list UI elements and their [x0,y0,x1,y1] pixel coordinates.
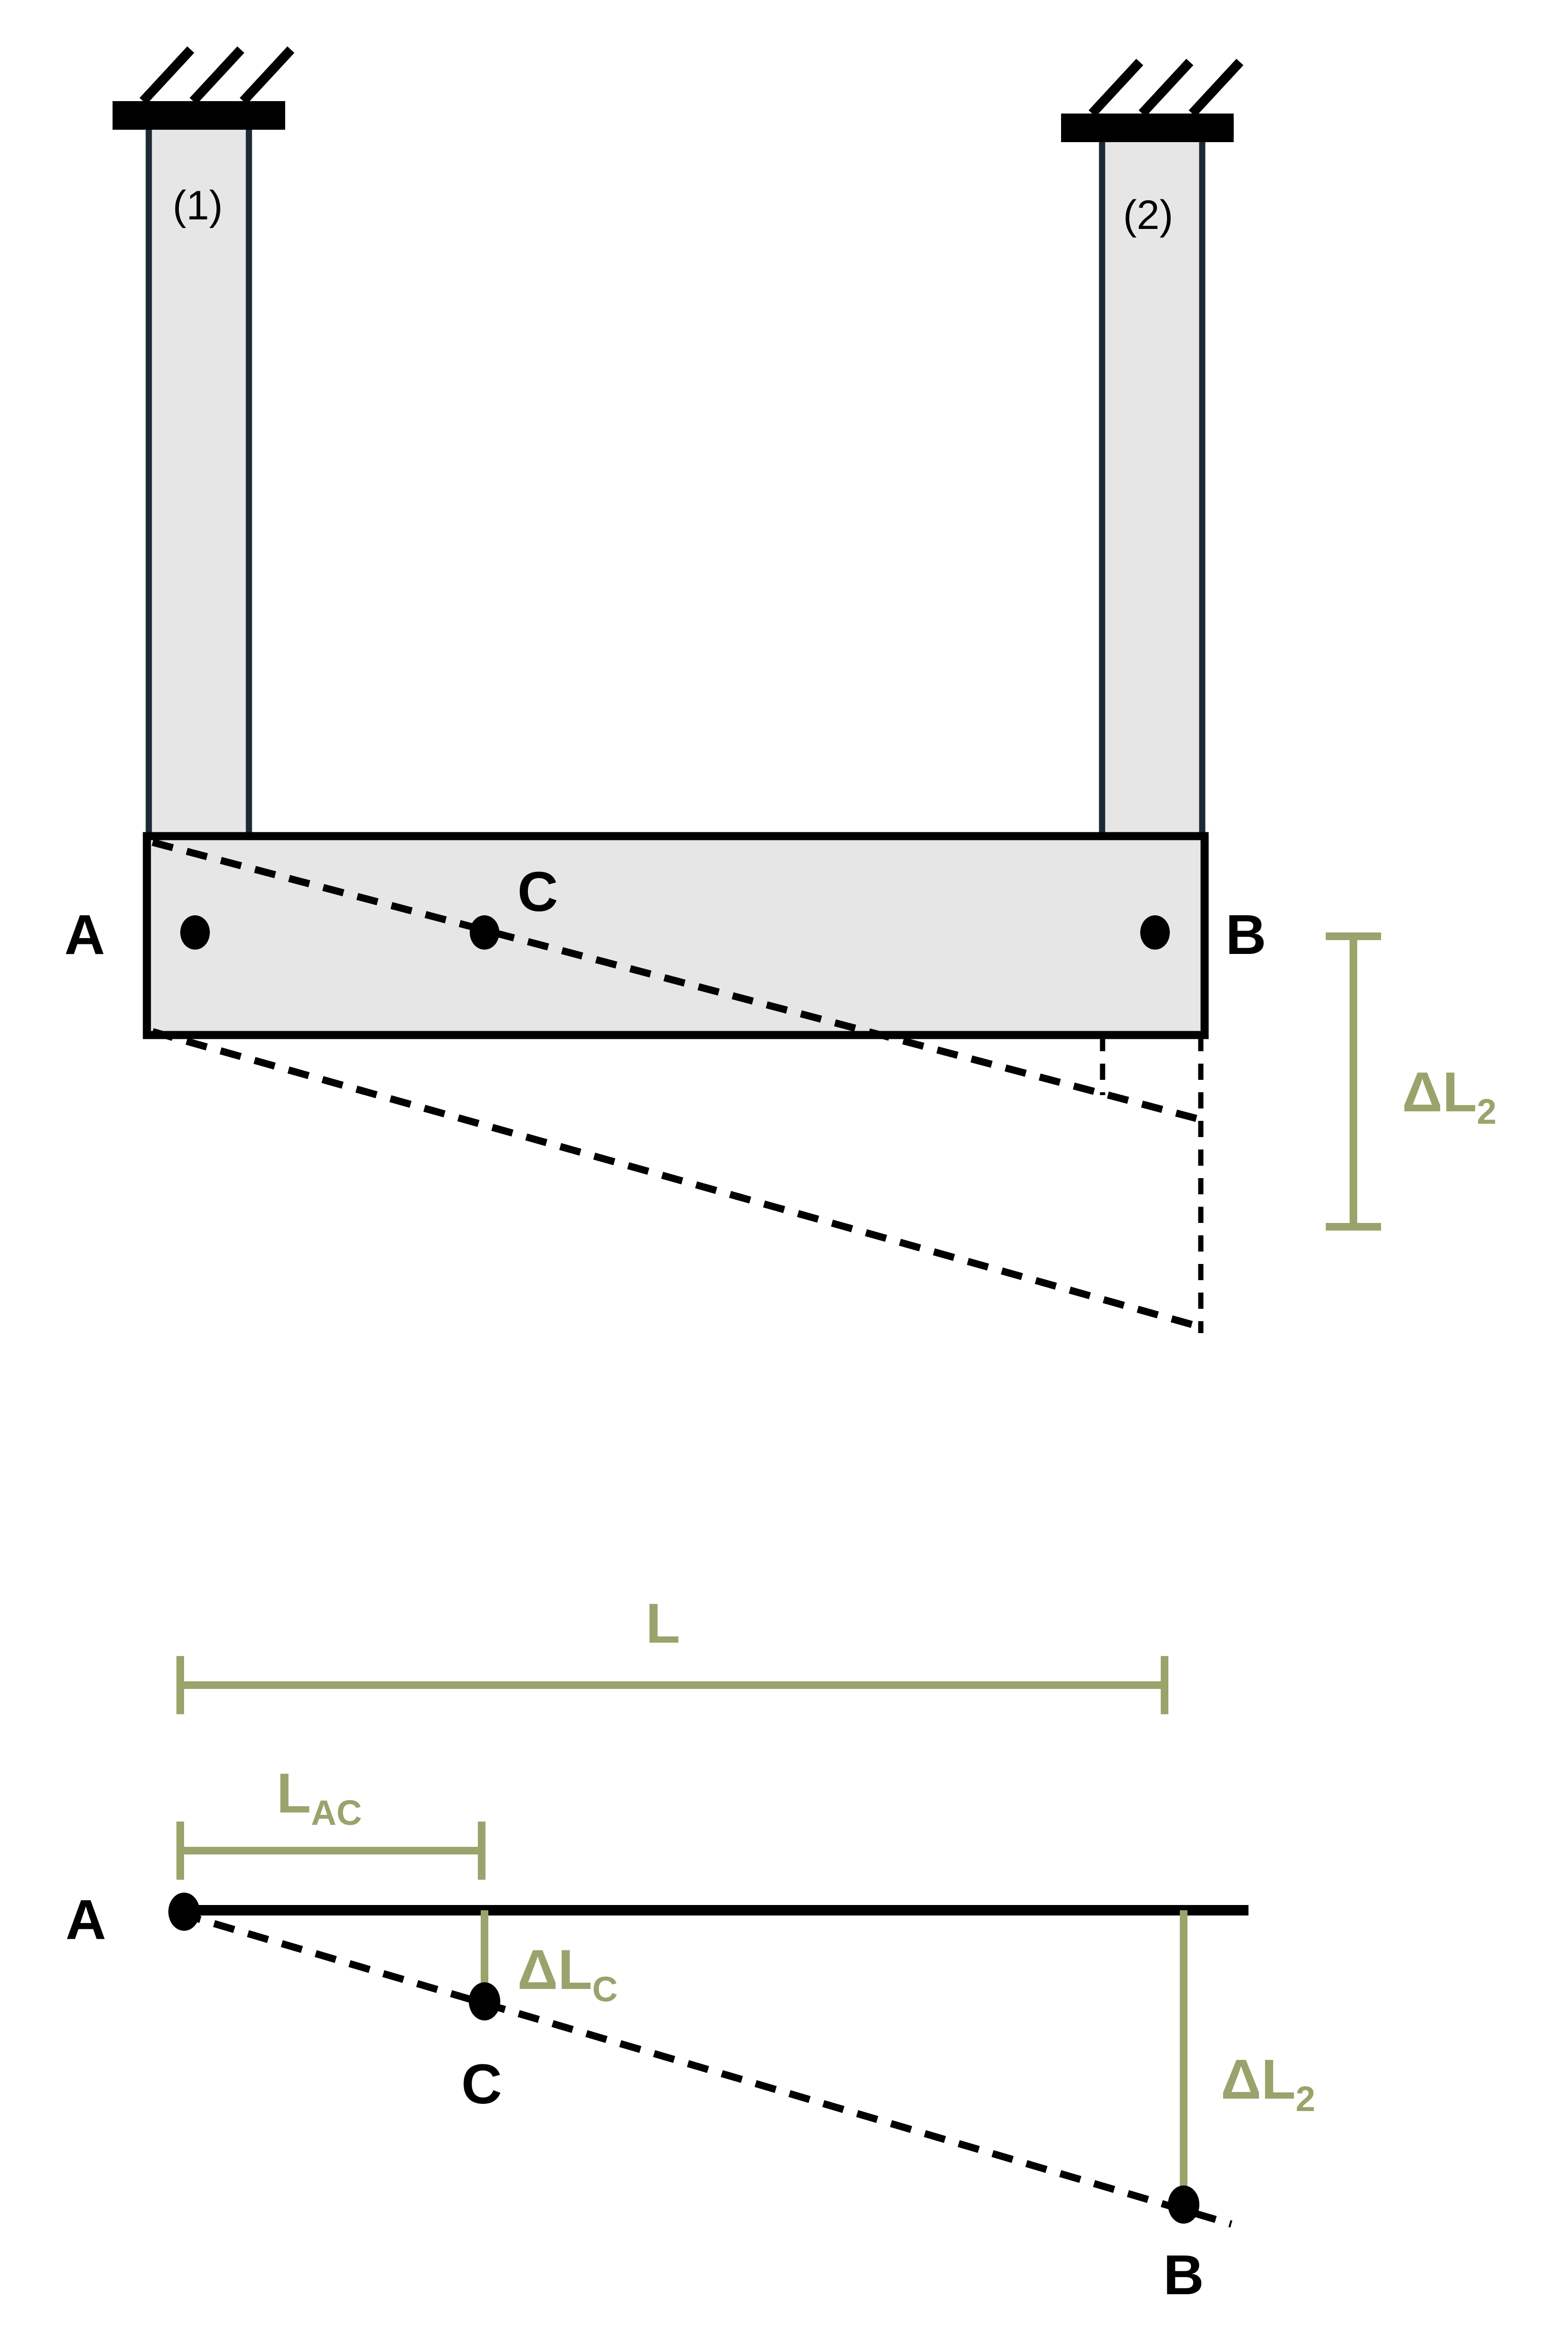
lower-node-dots [168,1893,1199,2224]
support-2-block [1061,114,1234,142]
hatch-ticks-support-1 [139,46,295,104]
deltaL2-upper-label: ΔL2 [1402,1061,1496,1131]
node-dot-B-lower [1168,2185,1199,2224]
upper-diagram: (1) (2) [64,46,1496,1333]
LAC-subscript: AC [311,1793,362,1833]
bar-pin-dots [180,915,1170,950]
node-dot-C-lower [469,1982,500,2020]
rod-1-group: (1) [145,130,252,840]
L-label: L [646,1592,680,1655]
node-label-B-lower: B [1163,2244,1204,2307]
node-label-A-lower: A [65,1888,106,1951]
support-1-group [113,46,295,130]
rod-2-group: (2) [1099,142,1206,840]
dimension-LAC: LAC [176,1762,485,1880]
deltaLC-subscript: C [592,1969,618,2009]
deflected-shape-upper [151,839,1207,1333]
dimension-deltaLC: ΔLC [481,1910,618,2009]
dimension-deltaL2-lower: ΔL2 [1180,1910,1315,2205]
node-label-C-upper: C [517,860,558,923]
LAC-symbol: L [277,1762,311,1825]
dimension-L: L [176,1592,1168,1714]
deltaL2-lower-label: ΔL2 [1221,2048,1315,2119]
deflected-bottom-edge [151,1028,1207,1332]
node-label-C-lower: C [461,2053,502,2116]
rod-2-label: (2) [1123,192,1173,238]
deltaLC-symbol: ΔL [517,1938,592,2001]
deltaL2-upper-subscript: 2 [1477,1092,1496,1131]
rigid-bar-outline [143,832,1209,1039]
deltaL2-lower-symbol: ΔL [1221,2048,1296,2111]
deltaL2-upper-symbol: ΔL [1402,1061,1477,1124]
deltaLC-label: ΔLC [517,1938,618,2009]
rigid-bar-body [147,836,1205,1035]
lower-diagram: L LAC ΔLC ΔL2 [65,1592,1315,2307]
support-1-block [113,101,285,130]
deflected-line-lower [179,1910,1233,2228]
rod-2-body [1099,142,1205,840]
deltaL2-lower-subscript: 2 [1296,2079,1315,2119]
LAC-label: LAC [277,1762,362,1833]
node-dot-A-lower [168,1893,200,1931]
node-label-B-upper: B [1226,903,1266,966]
rod-1-label: (1) [173,183,223,228]
node-label-A-upper: A [64,903,105,966]
rod-1-body [146,130,252,840]
hatch-ticks-support-2 [1088,59,1244,117]
deflected-top-edge [152,839,1207,1125]
pin-dot-C [470,915,499,950]
pin-dot-A [180,915,210,950]
dimension-deltaL2-upper: ΔL2 [1326,932,1496,1231]
support-2-group [1061,59,1244,142]
rigid-bar-undeformed [143,832,1209,1039]
pin-dot-B [1140,915,1170,950]
